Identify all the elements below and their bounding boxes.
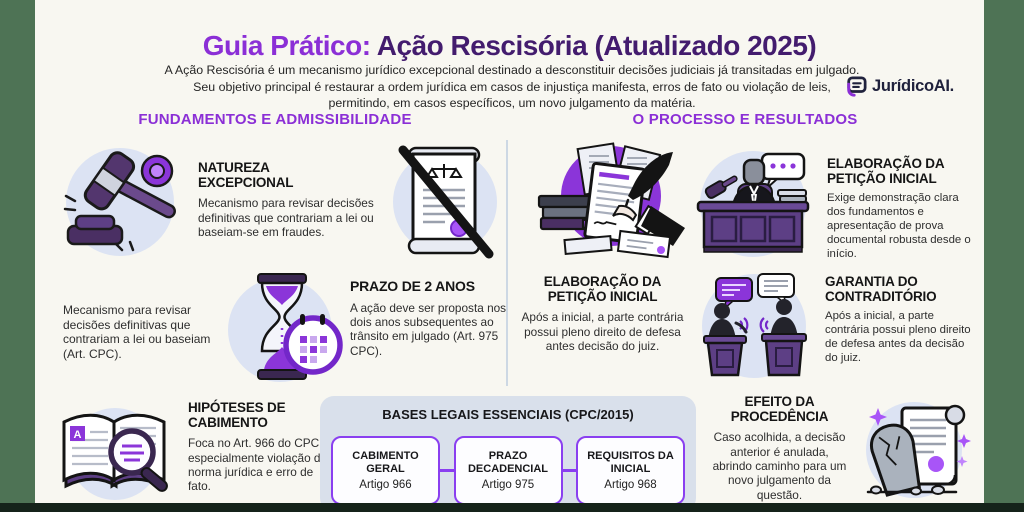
section-natureza-excepcional: NATUREZA EXCEPCIONAL Mecanismo para revi… bbox=[198, 160, 383, 239]
section-title: ELABORAÇÃO DA PETIÇÃO INICIAL bbox=[543, 274, 662, 305]
section-body: Após a inicial, a parte contrária possui… bbox=[521, 310, 684, 353]
legal-box-prazo: PRAZO DECADENCIAL Artigo 975 bbox=[453, 436, 563, 505]
gavel-icon bbox=[58, 136, 190, 260]
brand-name: JurídicoAI. bbox=[872, 77, 954, 95]
legal-box-article: Artigo 975 bbox=[481, 478, 535, 491]
section-body: Foca no Art. 966 do CPC, especialmente v… bbox=[188, 436, 328, 494]
legal-box-title: REQUISITOS DA INICIAL bbox=[587, 450, 674, 475]
section-elaboracao-peticao: ELABORAÇÃO DA PETIÇÃO INICIAL Exige demo… bbox=[827, 156, 977, 262]
page-title-main: Ação Rescisória (Atualizado 2025) bbox=[370, 29, 817, 61]
section-peticao-defesa: ELABORAÇÃO DA PETIÇÃO INICIAL Após a ini… bbox=[520, 274, 685, 353]
section-efeito-procedencia: EFEITO DA PROCEDÊNCIA Caso acolhida, a d… bbox=[712, 394, 847, 502]
section-prazo-2-anos: PRAZO DE 2 ANOS A ação deve ser proposta… bbox=[350, 278, 518, 358]
broken-stone-scroll-icon bbox=[850, 394, 974, 506]
legal-box-article: Artigo 966 bbox=[359, 478, 412, 491]
page-title: Guia Prático: Ação Rescisória (Atualizad… bbox=[35, 29, 984, 62]
judge-desk-icon bbox=[690, 146, 816, 262]
right-column-header: O PROCESSO E RESULTADOS bbox=[632, 111, 858, 128]
legal-box-cabimento: CABIMENTO GERAL Artigo 966 bbox=[331, 436, 440, 505]
section-body: A ação deve ser proposta nos dois anos s… bbox=[350, 300, 507, 358]
left-green-bar bbox=[0, 0, 35, 512]
section-body: Mecanismo para revisar decisões definiti… bbox=[198, 196, 374, 239]
legal-bases-boxes: CABIMENTO GERAL Artigo 966 PRAZO DECADEN… bbox=[331, 436, 685, 505]
quill-writing-icon bbox=[523, 136, 685, 266]
left-column-header: FUNDAMENTOS E ADMISSIBILIDADE bbox=[138, 111, 412, 128]
brand-logo: JurídicoAI. bbox=[845, 76, 954, 97]
section-title: PRAZO DE 2 ANOS bbox=[350, 278, 475, 294]
section-garantia-contraditorio: GARANTIA DO CONTRADITÓRIO Após a inicial… bbox=[825, 274, 980, 366]
hourglass-calendar-icon bbox=[222, 270, 347, 390]
legal-bases-panel: BASES LEGAIS ESSENCIAIS (CPC/2015) CABIM… bbox=[320, 396, 696, 512]
legal-box-requisitos: REQUISITOS DA INICIAL Artigo 968 bbox=[576, 436, 685, 505]
legal-bases-title: BASES LEGAIS ESSENCIAIS (CPC/2015) bbox=[382, 407, 634, 422]
connector-line bbox=[440, 469, 454, 472]
section-title: ELABORAÇÃO DA PETIÇÃO INICIAL bbox=[827, 156, 944, 187]
section-body: Exige demonstração clara dos fundamentos… bbox=[827, 192, 971, 260]
section-title: GARANTIA DO CONTRADITÓRIO bbox=[825, 274, 937, 305]
chat-document-icon bbox=[845, 76, 867, 97]
section-body: Caso acolhida, a decisão anterior é anul… bbox=[712, 430, 847, 502]
section-title: EFEITO DA PROCEDÊNCIA bbox=[730, 394, 829, 425]
banned-document-icon bbox=[385, 136, 503, 264]
book-letter: A bbox=[74, 429, 82, 441]
legal-box-title: CABIMENTO GERAL bbox=[352, 450, 419, 475]
connector-line bbox=[562, 469, 576, 472]
legal-box-article: Artigo 968 bbox=[604, 478, 657, 491]
section-hipoteses-cabimento: HIPÓTESES DE CABIMENTO Foca no Art. 966 … bbox=[188, 400, 333, 494]
column-divider bbox=[506, 140, 508, 386]
debate-podiums-icon bbox=[692, 266, 816, 384]
legal-box-title: PRAZO DECADENCIAL bbox=[467, 450, 549, 475]
section-title: NATUREZA EXCEPCIONAL bbox=[198, 160, 294, 191]
page-title-prefix: Guia Prático: bbox=[202, 29, 371, 61]
section-body: Após a inicial, a parte contrária possui… bbox=[825, 310, 971, 364]
prazo-side-note: Mecanismo para revisar decisões definiti… bbox=[63, 303, 211, 361]
page-subtitle: A Ação Rescisória é um mecanismo jurídic… bbox=[164, 63, 860, 110]
right-green-bar bbox=[984, 0, 1024, 512]
bottom-dark-strip bbox=[0, 503, 1024, 512]
book-magnifier-icon: A bbox=[50, 394, 190, 504]
section-title: HIPÓTESES DE CABIMENTO bbox=[188, 400, 286, 431]
